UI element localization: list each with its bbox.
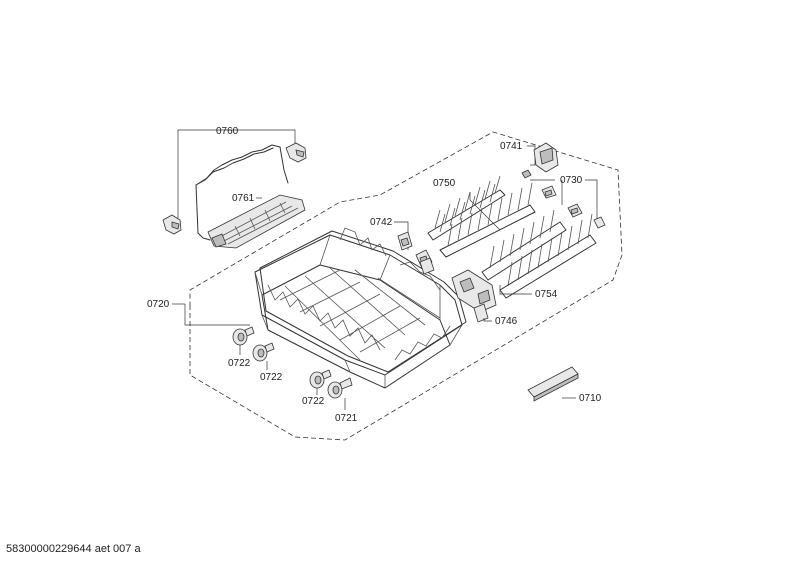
label-0722-c: 0722 xyxy=(302,396,325,407)
label-0742: 0742 xyxy=(370,217,393,228)
hinge-0730-a xyxy=(541,185,557,199)
hinge-0730-c xyxy=(593,216,606,229)
lower-basket-0720 xyxy=(254,227,467,389)
wheel-0722-c xyxy=(309,369,332,389)
label-0710: 0710 xyxy=(579,393,602,404)
label-0721: 0721 xyxy=(335,413,358,424)
holder-0761 xyxy=(207,194,306,249)
label-0750: 0750 xyxy=(433,178,456,189)
tine-rack-0754-b xyxy=(499,213,597,299)
leader-0730 xyxy=(530,179,598,220)
leader-0760 xyxy=(177,129,296,225)
clip-0742-a xyxy=(397,231,413,251)
clip-0742-c xyxy=(419,257,435,275)
wheel-0721 xyxy=(327,377,353,399)
label-0722-b: 0722 xyxy=(260,372,283,383)
hinge-0730-b xyxy=(567,203,583,218)
label-0761: 0761 xyxy=(232,193,255,204)
clip-0741-small xyxy=(521,169,532,179)
leader-0720-bracket xyxy=(184,304,250,326)
tine-rack-0754-a xyxy=(481,209,567,281)
label-0741: 0741 xyxy=(500,141,523,152)
leader-0746 xyxy=(483,318,492,322)
label-0754: 0754 xyxy=(535,289,558,300)
leader-0750 xyxy=(469,192,501,231)
tine-rack-0750-left xyxy=(427,175,506,241)
drawing-reference-number: 58300000229644 aet 007 a xyxy=(6,543,141,555)
clip-0760-top xyxy=(285,142,307,163)
label-0730: 0730 xyxy=(560,175,583,186)
leader-0754 xyxy=(499,285,532,295)
tine-rack-0750-mid xyxy=(439,182,536,258)
label-0722-a: 0722 xyxy=(228,358,251,369)
hinge-0741 xyxy=(533,142,559,173)
label-0760: 0760 xyxy=(216,126,239,137)
wire-tine-support-0760 xyxy=(195,144,289,241)
clip-0760-left xyxy=(162,214,182,235)
label-0720: 0720 xyxy=(147,299,170,310)
wheel-0722-b xyxy=(252,342,275,362)
wheel-0722-a xyxy=(232,326,255,346)
label-0746: 0746 xyxy=(495,316,518,327)
strip-0710 xyxy=(527,366,579,402)
assembly-boundary xyxy=(189,131,623,441)
bracket-0746 xyxy=(451,269,497,323)
leader-0741 xyxy=(527,145,536,166)
